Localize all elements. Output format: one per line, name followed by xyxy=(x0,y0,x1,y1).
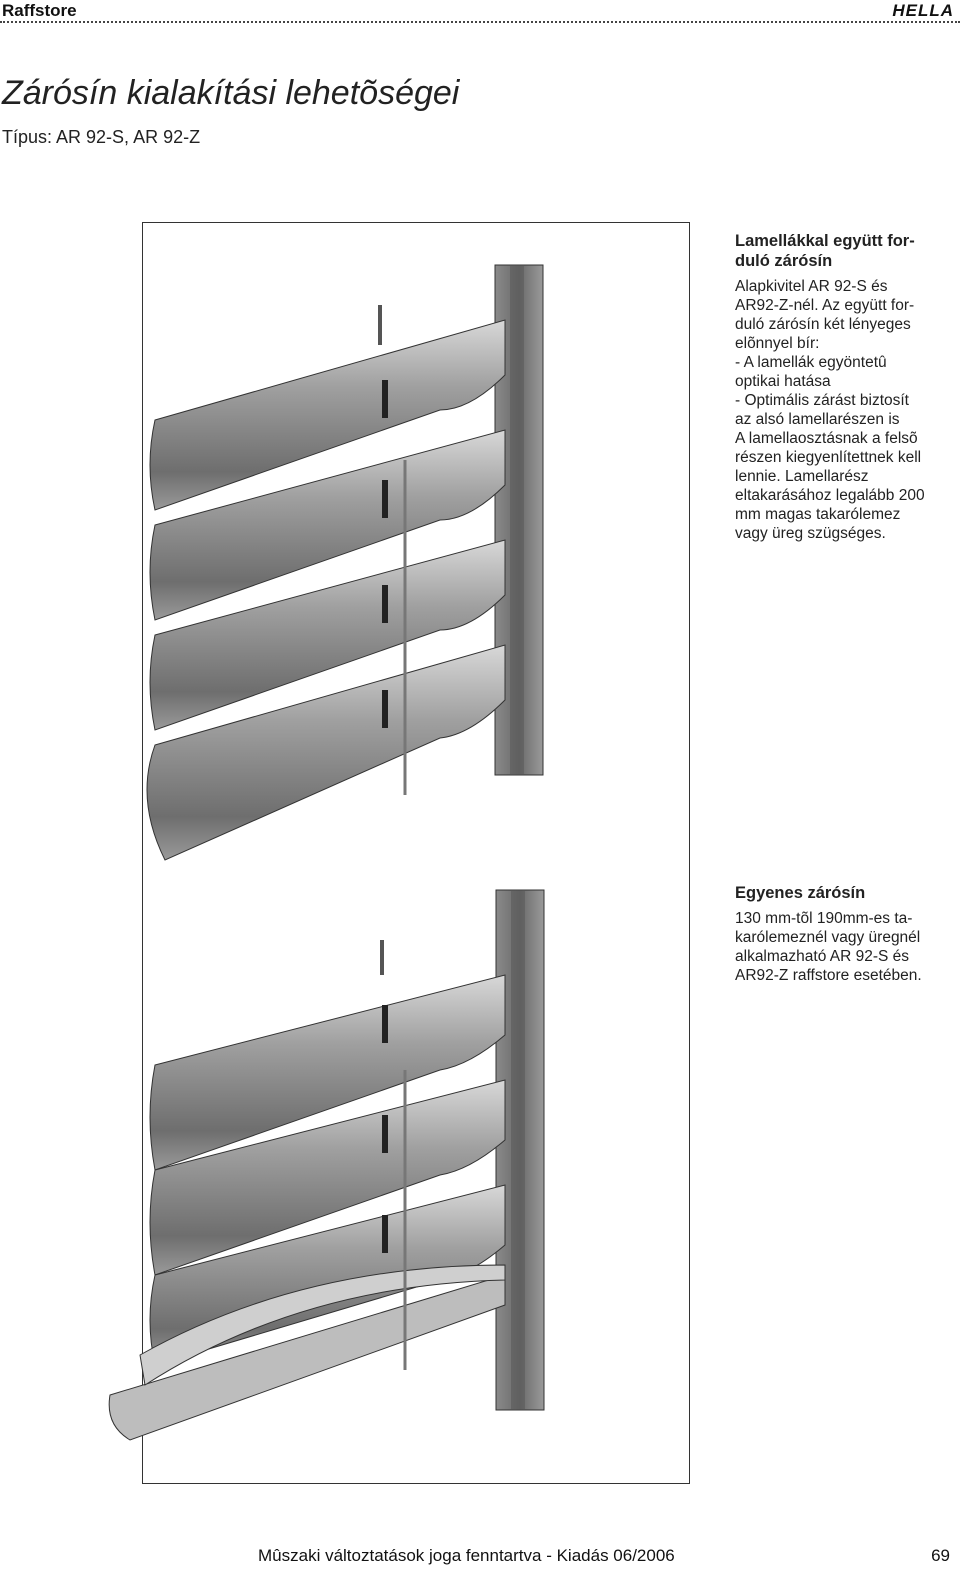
rotating-rail-description: Lamellákkal együtt for- duló zárósín Ala… xyxy=(735,231,955,543)
page-subtitle: Típus: AR 92-S, AR 92-Z xyxy=(2,127,201,147)
page-number: 69 xyxy=(931,1546,950,1565)
illustration-frame-lower xyxy=(142,922,690,1484)
rotating-rail-illustration xyxy=(146,264,544,861)
straight-rail-description: Egyenes zárósín 130 mm-tõl 190mm-es ta- … xyxy=(735,883,955,985)
brand-logo: HELLA xyxy=(892,1,954,20)
page-header: Raffstore HELLA xyxy=(0,0,960,23)
straight-rail-body: 130 mm-tõl 190mm-es ta- karólemeznél vag… xyxy=(735,910,922,984)
header-divider xyxy=(0,21,960,23)
section-title: Raffstore xyxy=(2,1,77,20)
rotating-rail-body: Alapkivitel AR 92-S és AR92-Z-nél. Az eg… xyxy=(735,278,925,542)
page-title: Zárósín kialakítási lehetõségei xyxy=(2,74,460,112)
straight-rail-illustration xyxy=(108,889,545,1441)
straight-rail-heading: Egyenes zárósín xyxy=(735,884,866,902)
illustration-frame xyxy=(142,222,690,923)
footer-note: Mûszaki változtatások joga fenntartva - … xyxy=(258,1546,675,1565)
rotating-rail-heading: Lamellákkal együtt for- duló zárósín xyxy=(735,232,915,270)
